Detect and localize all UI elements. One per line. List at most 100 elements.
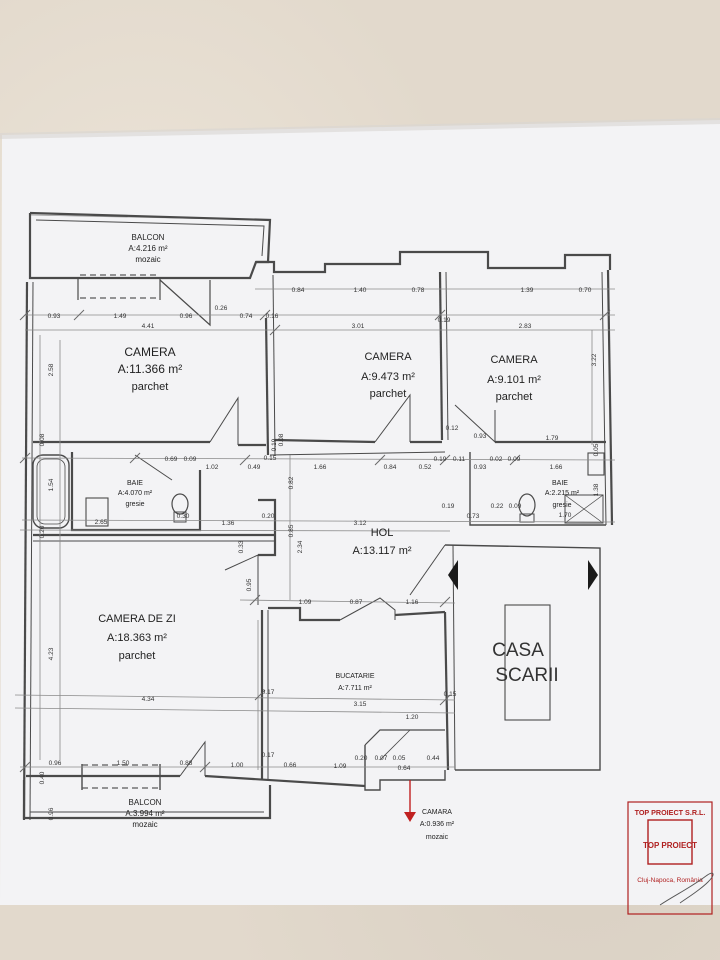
dim-label: 1.09: [299, 599, 312, 606]
dim-label: 0.17: [262, 689, 275, 696]
stamp-logo-frame: [647, 819, 693, 865]
living-right-wall: [258, 498, 277, 557]
company-stamp: TOP PROIECT S.R.L. TOP PROIECT Cluj-Napo…: [627, 801, 713, 915]
dim-label: 0.66: [284, 762, 297, 769]
balcony-bottom-floor: mozaic: [132, 820, 157, 829]
dim-label: 0.93: [474, 433, 487, 440]
dim-label: 1.79: [546, 435, 559, 442]
dim-label: 0.78: [412, 287, 425, 294]
dim-label: 0.22: [491, 503, 504, 510]
dim-label: 0.20: [39, 525, 46, 538]
dim-label: 0.70: [579, 287, 592, 294]
dim-label: 0.44: [427, 755, 440, 762]
dim-label: 0.84: [292, 287, 305, 294]
dim-label: 0.16: [266, 313, 279, 320]
kitchen-right-wall: [443, 611, 450, 771]
balcony-top-name: BALCON: [132, 233, 165, 242]
dim-label: 0.15: [444, 691, 457, 698]
camera1-right-wall: [264, 317, 270, 456]
dim-label: 0.09: [184, 456, 197, 463]
balcony-top-area: A:4.216 m²: [128, 244, 167, 253]
camera3-area: A:9.101 m²: [487, 374, 541, 386]
baie1-area: A:4.070 m²: [118, 490, 153, 497]
arrow-left-icon: [448, 560, 458, 590]
dim-label: 1.66: [314, 464, 327, 471]
dim-label: 2.65: [95, 519, 108, 526]
dim-label: 1.66: [550, 464, 563, 471]
sink-right-icon: [587, 452, 605, 476]
dimension-ticks: [19, 309, 611, 773]
shower-right-icon: [564, 494, 604, 524]
dim-label: 0.08: [278, 433, 285, 446]
kitchen-name: BUCATARIE: [335, 673, 374, 680]
living-floor: parchet: [119, 650, 156, 662]
dim-label: 0.08: [39, 433, 46, 446]
dim-label: 0.20: [262, 513, 275, 520]
dim-label: 1.36: [222, 520, 235, 527]
dim-label: 0.64: [398, 765, 411, 772]
vertical-dimension-labels: 2.58 0.08 1.54 0.20 4.23 0.40 0.96 3.22 …: [39, 353, 600, 820]
dim-label: 1.40: [354, 287, 367, 294]
camera1-floor: parchet: [132, 381, 169, 393]
dim-label: 0.96: [48, 807, 55, 820]
living-area: A:18.363 m²: [107, 632, 167, 644]
camera3-floor: parchet: [496, 391, 533, 403]
baie2-name: BAIE: [552, 480, 568, 487]
toilet-left-icon: [171, 493, 189, 515]
stairwell-name-1: CASA: [492, 640, 544, 661]
dim-label: 0.19: [442, 503, 455, 510]
dim-label: 3.01: [352, 323, 365, 330]
dim-label: 0.26: [215, 305, 228, 312]
dim-label: 1.09: [334, 763, 347, 770]
camera2-3-divider: [438, 271, 444, 441]
dim-label: 3.15: [354, 701, 367, 708]
kitchen-area: A:7.711 m²: [338, 685, 372, 692]
dim-label: 0.09: [508, 456, 521, 463]
dim-label: 0.02: [490, 456, 503, 463]
balcony-bottom-outline: [22, 780, 272, 820]
camera1-area: A:11.366 m²: [118, 362, 182, 376]
dim-label: 0.82: [288, 476, 295, 489]
dim-label: 0.33: [238, 540, 245, 553]
dim-label: 0.19: [434, 456, 447, 463]
dim-label: 0.52: [419, 464, 432, 471]
kitchen-top-wall: [268, 606, 340, 622]
dim-label: 0.87: [350, 599, 363, 606]
dim-label: 0.05: [393, 755, 406, 762]
baie2-area: A:2.215 m²: [545, 490, 580, 497]
right-outer-wall: [606, 269, 614, 526]
arrow-right-icon: [588, 560, 598, 590]
dim-label: 0.74: [240, 313, 253, 320]
room-labels: BALCON A:4.216 m² mozaic CAMERA A:11.366…: [98, 233, 580, 841]
dim-label: 0.11: [453, 456, 466, 463]
camara-name: CAMARA: [422, 809, 452, 816]
stamp-company: TOP PROIECT S.R.L.: [635, 808, 706, 817]
dim-label: 0.88: [180, 760, 193, 767]
paper-sheet: [0, 120, 720, 905]
baie2-floor: gresie: [552, 502, 571, 509]
camara-floor: mozaic: [426, 834, 449, 841]
dim-label: 1.70: [559, 512, 572, 519]
dim-label: 0.09: [509, 503, 522, 510]
dim-label: 0.17: [262, 752, 275, 759]
dim-label: 4.23: [48, 647, 55, 660]
dim-label: 2.58: [48, 363, 55, 376]
dimension-labels: 0.84 1.40 0.78 1.39 0.70 0.93 1.49 0.96 …: [48, 287, 592, 772]
window-openings: [80, 274, 160, 789]
hol-area: A:13.117 m²: [352, 545, 411, 557]
dim-label: 0.40: [39, 771, 46, 784]
dim-label: 0.96: [49, 760, 62, 767]
dim-label: 4.41: [142, 323, 155, 330]
balcony-top-inner: [35, 219, 265, 257]
dim-label: 0.12: [446, 425, 459, 432]
stamp-logo-text: TOP PROIECT: [643, 841, 697, 850]
baie2-walls: [469, 452, 606, 526]
dim-label: 0.93: [474, 464, 487, 471]
dim-label: 0.73: [467, 513, 480, 520]
balcony-door-top: [77, 278, 211, 327]
stairwell-name-2: SCARII: [495, 665, 558, 686]
dim-label: 0.05: [593, 443, 600, 456]
dim-label: 0.95: [246, 578, 253, 591]
dim-label: 1.16: [406, 599, 419, 606]
signature-scribble: [659, 872, 714, 906]
